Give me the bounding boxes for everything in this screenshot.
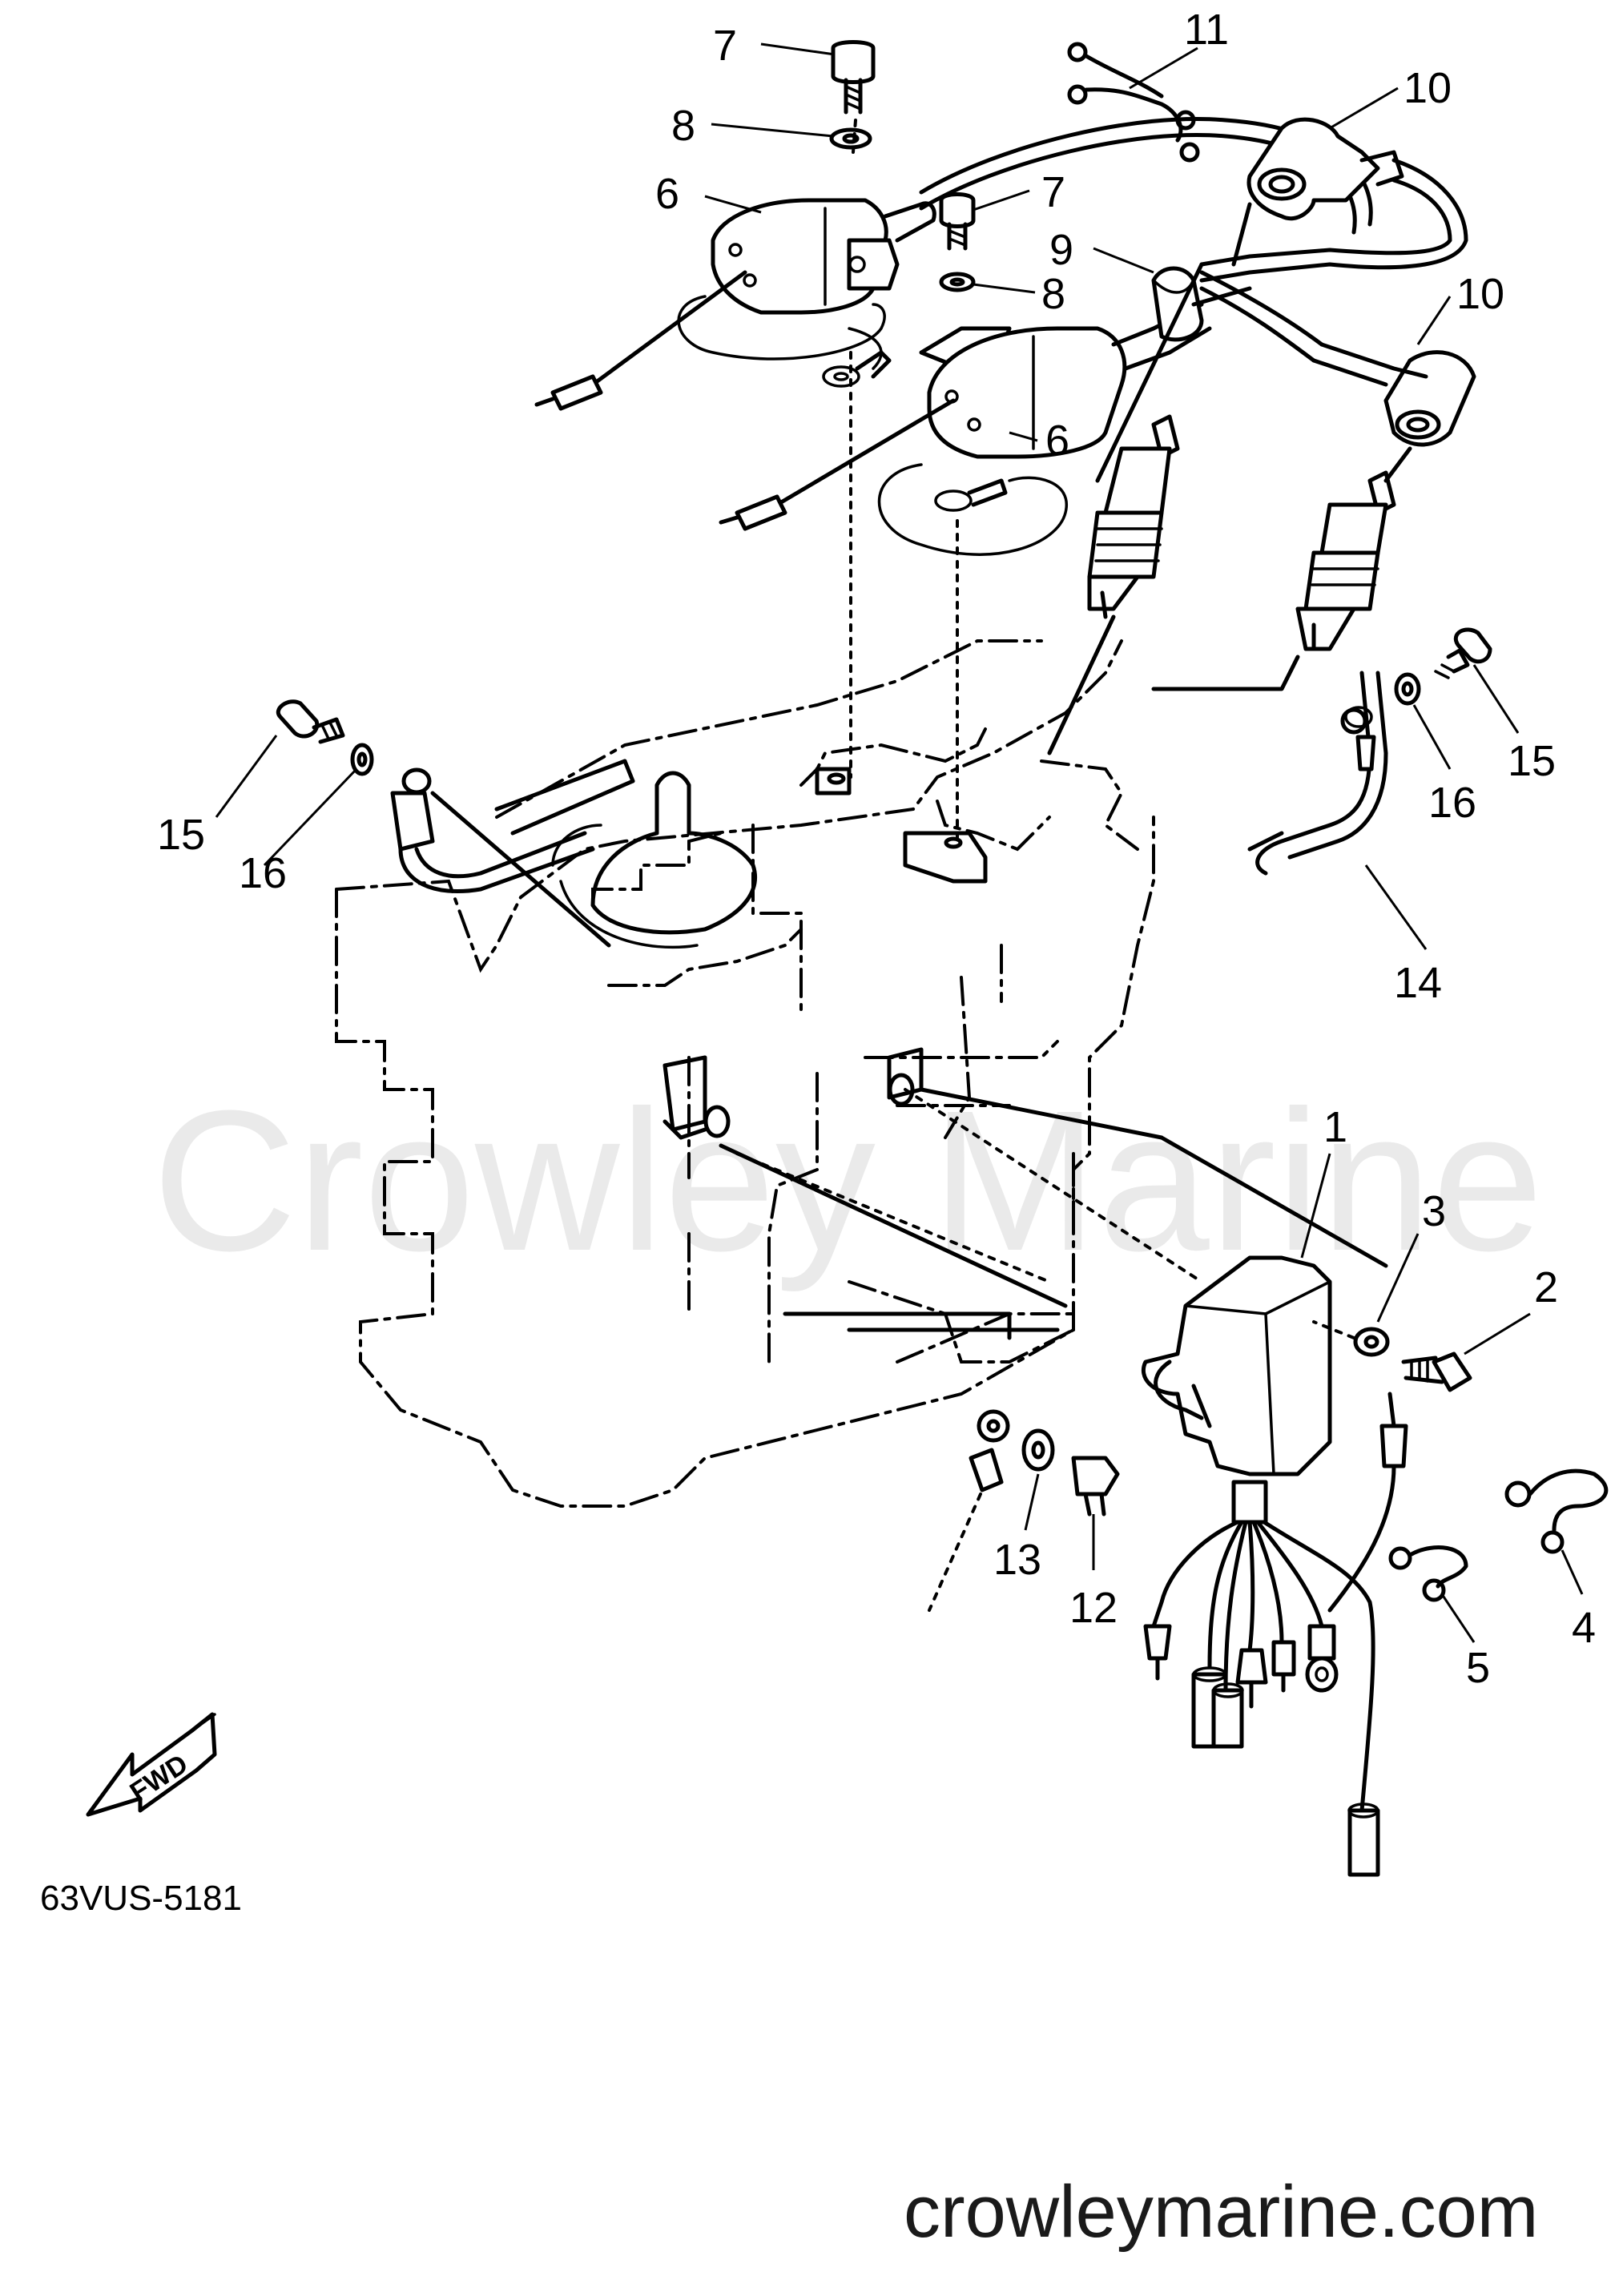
washer-16-left	[350, 743, 374, 776]
clamp-11	[1067, 42, 1200, 163]
spark-plug-right	[1295, 470, 1396, 651]
clamp-5	[1388, 1545, 1468, 1602]
bolt-7-lower	[939, 192, 976, 251]
callout-labels: 7 8 6 11 10 7 9 8 10 6 15 16 15 16 14 1 …	[157, 6, 1596, 1692]
callout-5: 5	[1466, 1644, 1490, 1692]
washer-16-right	[1394, 672, 1421, 706]
clamp-4	[1504, 1468, 1609, 1554]
bolt-15-right	[1434, 627, 1492, 679]
callout-12: 12	[1069, 1584, 1118, 1632]
callout-14: 14	[1394, 959, 1442, 1007]
callout-9: 9	[1049, 226, 1073, 274]
washer-8-upper	[829, 127, 872, 150]
fwd-arrow-icon: FWD	[86, 1712, 217, 1817]
watermark-text: Crowley Marine	[152, 1069, 1544, 1292]
cdi-unit	[1142, 1255, 1332, 1525]
callout-8-lower: 8	[1041, 270, 1065, 318]
callout-3: 3	[1422, 1187, 1446, 1235]
callout-16-right: 16	[1428, 779, 1476, 827]
leader-lines	[215, 42, 1584, 1643]
callout-1: 1	[1323, 1103, 1347, 1151]
washer-3	[1353, 1327, 1390, 1357]
washer-13	[1021, 1428, 1055, 1472]
callout-11: 11	[1184, 6, 1229, 54]
ground-lead-left	[390, 767, 595, 894]
ground-lead-14	[1247, 671, 1388, 876]
assembly-guide-lines	[430, 119, 1412, 1339]
callout-2: 2	[1534, 1263, 1558, 1311]
callout-15-right: 15	[1508, 737, 1556, 785]
bolt-15-left	[276, 699, 345, 744]
cdi-harness	[1143, 1392, 1408, 1877]
bolt-2	[1401, 1351, 1472, 1392]
callout-4: 4	[1572, 1604, 1596, 1652]
callout-8-upper: 8	[671, 102, 695, 150]
bolt-12	[1071, 1456, 1120, 1517]
callout-7-lower: 7	[1041, 168, 1065, 216]
callout-6-upper: 6	[655, 170, 679, 218]
washer-8-lower	[939, 272, 976, 292]
callout-15-left: 15	[157, 811, 205, 859]
drawing-code: 63VUS-5181	[40, 1879, 242, 1918]
spark-plug-left	[1087, 414, 1180, 619]
bolt-7-upper	[831, 40, 876, 115]
callout-10-lower: 10	[1456, 270, 1504, 318]
callout-6-lower: 6	[1045, 417, 1069, 465]
ground-terminal-13	[928, 1409, 1010, 1612]
site-url: crowleymarine.com	[904, 2171, 1538, 2253]
plug-caps-10	[1199, 117, 1476, 447]
ignition-coil-lower	[719, 286, 1212, 556]
callout-16-left: 16	[239, 849, 287, 897]
callout-10-upper: 10	[1404, 64, 1452, 112]
callout-13: 13	[993, 1536, 1041, 1584]
callout-7-upper: 7	[713, 22, 737, 70]
